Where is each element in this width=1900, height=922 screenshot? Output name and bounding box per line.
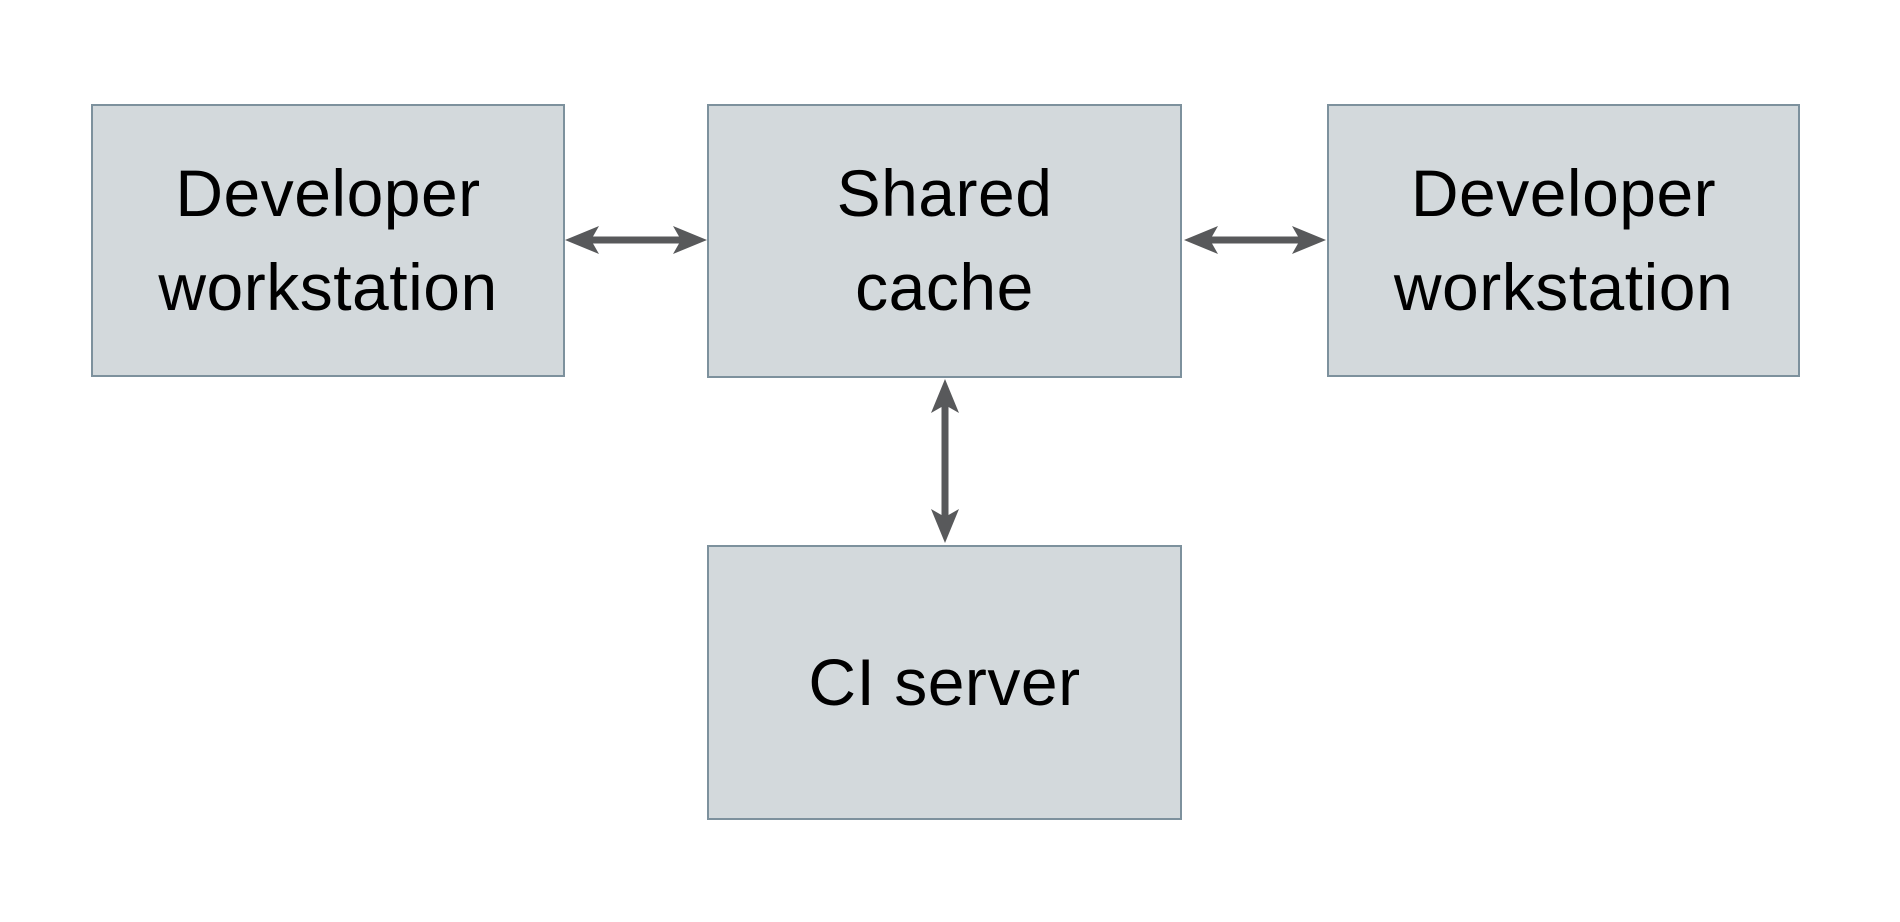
- node-label-line: Developer: [1410, 155, 1717, 230]
- node-shared-cache: Shared cache: [707, 104, 1182, 378]
- node-label-line: Developer: [175, 155, 481, 230]
- node-developer-workstation-left: Developer workstation: [91, 104, 565, 377]
- bidirectional-arrow-right-icon: [1184, 226, 1326, 254]
- node-developer-workstation-right: Developer workstation: [1327, 104, 1800, 377]
- node-label-line: cache: [855, 250, 1034, 324]
- bidirectional-arrow-left-icon: [565, 226, 707, 254]
- node-ci-server: CI server: [707, 545, 1182, 820]
- node-label-developer-workstation-right: Developer workstation: [1394, 147, 1733, 334]
- node-label-line: Shared: [836, 156, 1053, 231]
- node-label-shared-cache: Shared cache: [837, 147, 1053, 334]
- node-label-ci-server: CI server: [808, 636, 1080, 730]
- node-label-developer-workstation-left: Developer workstation: [158, 147, 497, 334]
- node-label-line: workstation: [1393, 249, 1734, 324]
- bidirectional-arrow-vertical-icon: [931, 379, 959, 543]
- node-label-line: CI server: [808, 644, 1081, 719]
- node-label-line: workstation: [158, 249, 498, 324]
